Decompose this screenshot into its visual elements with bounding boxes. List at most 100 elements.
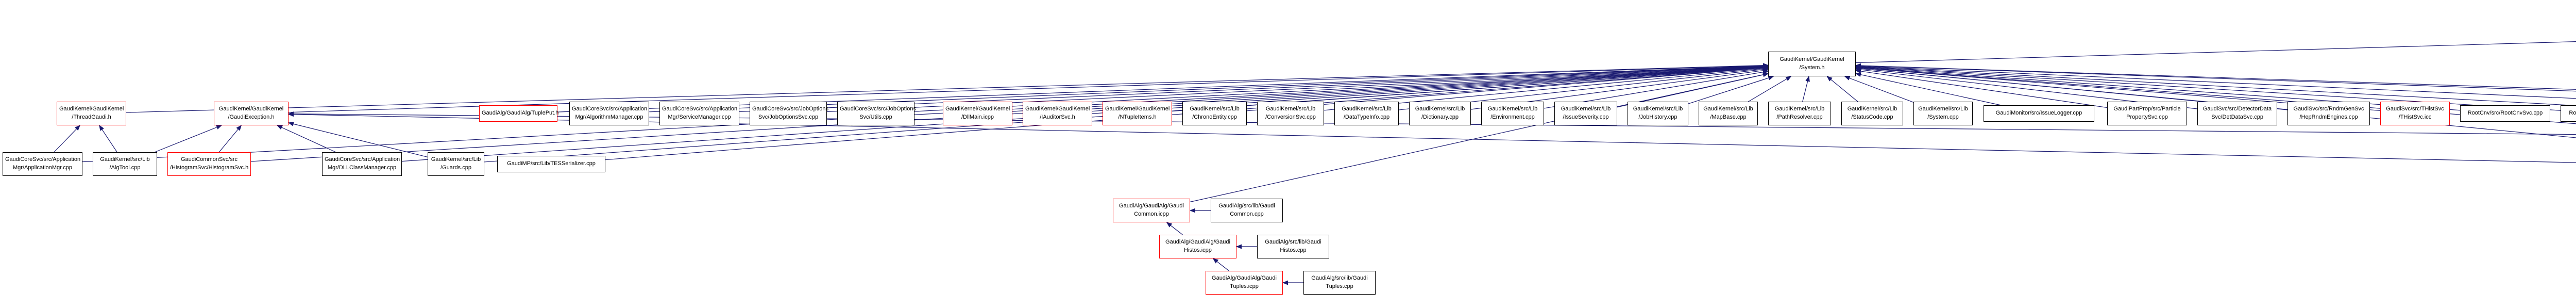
graph-node-label: GaudiCoreSvc/src/JobOptions	[752, 106, 828, 112]
graph-node-label: GaudiCommonSvc/src	[180, 156, 238, 163]
graph-node-algtool[interactable]: GaudiKernel/src/Lib/AlgTool.cpp	[93, 152, 157, 176]
graph-node-label: GaudiSvc/src/THistSvc	[2386, 106, 2444, 112]
graph-node-label: Svc/Utils.cpp	[859, 114, 892, 120]
graph-node-label: Svc/JobOptionsSvc.cpp	[758, 114, 819, 120]
graph-node-rootcnvsvc[interactable]: RootCnv/src/RootCnvSvc.cpp	[2460, 105, 2550, 122]
edge-debugger-systemh	[1855, 63, 2576, 99]
graph-node-datatypeinfo[interactable]: GaudiKernel/src/Lib/DataTypeInfo.cpp	[1334, 102, 1399, 125]
graph-node-guards[interactable]: GaudiKernel/src/Lib/Guards.cpp	[428, 152, 484, 176]
edge-debugger-gaudiexception	[288, 111, 2576, 135]
graph-node-label: GaudiKernel/src/Lib	[1847, 106, 1897, 112]
graph-node-dictionary[interactable]: GaudiKernel/src/Lib/Dictionary.cpp	[1409, 102, 1471, 125]
graph-node-label: /NTupleItems.h	[1118, 114, 1157, 120]
edge-jobhistory-systemh	[1688, 75, 1774, 104]
graph-node-label: Mgr/DLLClassManager.cpp	[327, 165, 397, 171]
graph-node-tupleput[interactable]: GaudiAlg/GaudiAlg/TuplePut.h	[479, 105, 558, 122]
graph-node-label: GaudiAlg/src/lib/Gaudi	[1311, 275, 1368, 282]
graph-node-label: /MapBase.cpp	[1710, 114, 1747, 120]
graph-node-label: GaudiCoreSvc/src/Application	[572, 106, 648, 112]
graph-node-ntupleitems[interactable]: GaudiKernel/GaudiKernel/NTupleItems.h	[1103, 102, 1172, 125]
graph-node-label: /GaudiException.h	[228, 114, 275, 120]
graph-node-label: GaudiPartProp/src/Particle	[2113, 106, 2181, 112]
graph-node-label: Histos.cpp	[1280, 247, 1307, 253]
graph-node-label: Tuples.icpp	[1230, 283, 1259, 289]
graph-node-label: GaudiKernel/src/Lib	[1703, 106, 1753, 112]
graph-node-environment[interactable]: GaudiKernel/src/Lib/Environment.cpp	[1481, 102, 1544, 125]
graph-node-systemh[interactable]: GaudiKernel/GaudiKernel/System.h	[1768, 52, 1856, 76]
edge-gcicpp-systemh	[1190, 72, 1769, 202]
graph-node-issueseverity[interactable]: GaudiKernel/src/Lib/IssueSeverity.cpp	[1554, 102, 1617, 125]
edge-rootperfmon-systemh	[1855, 64, 2576, 106]
graph-node-label: /AlgTool.cpp	[109, 165, 141, 171]
graph-node-label: /THistSvc.icc	[2398, 114, 2432, 120]
edge-algtool-threadgaudi	[99, 125, 117, 153]
graph-node-tesserializer[interactable]: GaudiMP/src/Lib/TESSerializer.cpp	[497, 156, 605, 172]
graph-node-label: PropertySvc.cpp	[2126, 114, 2168, 120]
graph-node-label: GaudiSvc/src/DetectorData	[2202, 106, 2272, 112]
graph-node-label: GaudiKernel/src/Lib	[1918, 106, 1968, 112]
graph-node-thistsvcicc[interactable]: GaudiSvc/src/THistSvc/THistSvc.icc	[2380, 102, 2450, 125]
graph-node-label: GaudiKernel/src/Lib	[431, 156, 481, 163]
graph-node-label: /Guards.cpp	[440, 165, 471, 171]
graph-node-gaudiexception[interactable]: GaudiKernel/GaudiKernel/GaudiException.h	[214, 102, 289, 125]
graph-node-label: GaudiCoreSvc/src/Application	[325, 156, 400, 163]
graph-node-label: GaudiKernel/GaudiKernel	[59, 106, 124, 112]
graph-node-histogramsvch[interactable]: GaudiCommonSvc/src/HistogramSvc/Histogra…	[167, 152, 251, 176]
graph-node-label: /Environment.cpp	[1490, 114, 1535, 120]
graph-node-pathresolver[interactable]: GaudiKernel/src/Lib/PathResolver.cpp	[1768, 102, 1831, 125]
graph-node-label: GaudiKernel/GaudiKernel	[1025, 106, 1090, 112]
graph-node-label: /DllMain.icpp	[961, 114, 994, 120]
graph-node-statuscode[interactable]: GaudiKernel/src/Lib/StatusCode.cpp	[1841, 102, 1903, 125]
graph-node-iauditorsvc[interactable]: GaudiKernel/GaudiKernel/IAuditorSvc.h	[1023, 102, 1092, 125]
graph-node-label: /IAuditorSvc.h	[1040, 114, 1075, 120]
graph-node-label: /Dictionary.cpp	[1421, 114, 1459, 120]
graph-node-label: /System.h	[1799, 64, 1825, 71]
graph-node-label: /PathResolver.cpp	[1776, 114, 1823, 120]
graph-node-issuelogger[interactable]: GaudiMonitor/src/IssueLogger.cpp	[1984, 105, 2094, 122]
graph-node-label: GaudiMonitor/src/IssueLogger.cpp	[1995, 110, 2082, 117]
graph-node-jobhistory[interactable]: GaudiKernel/src/Lib/JobHistory.cpp	[1628, 102, 1688, 125]
edge-particleproperty-systemh	[1855, 69, 2108, 108]
graph-node-label: /HepRndmEngines.cpp	[2299, 114, 2358, 120]
graph-node-dllmain[interactable]: GaudiKernel/GaudiKernel/DllMain.icpp	[943, 102, 1012, 125]
edge-chronoentity-systemh	[1246, 66, 1769, 111]
graph-node-label: /ThreadGaudi.h	[72, 114, 111, 120]
graph-node-conversionsvc[interactable]: GaudiKernel/src/Lib/ConversionSvc.cpp	[1257, 102, 1324, 125]
graph-node-label: RootCnv/src/RootCnvSvc.cpp	[2467, 110, 2543, 117]
edge-threadgaudi-systemh	[126, 63, 1769, 113]
graph-node-label: Common.icpp	[1134, 211, 1169, 217]
graph-node-label: Svc/DetDataSvc.cpp	[2211, 114, 2263, 120]
edge-sleepcpp-systemh	[1855, 66, 2576, 138]
graph-node-threadgaudi[interactable]: GaudiKernel/GaudiKernel/ThreadGaudi.h	[57, 102, 126, 125]
edge-systemcpp-systemh	[1844, 76, 1914, 103]
graph-node-heprndm[interactable]: GaudiSvc/src/RndmGenSvc/HepRndmEngines.c…	[2287, 102, 2370, 125]
graph-node-label: GaudiKernel/src/Lib	[1415, 106, 1465, 112]
graph-node-label: /ConversionSvc.cpp	[1265, 114, 1316, 120]
edge-pathresolver-systemh	[1802, 76, 1810, 102]
graph-node-label: GaudiKernel/GaudiKernel	[1105, 106, 1170, 112]
graph-node-chronoentity[interactable]: GaudiKernel/src/Lib/ChronoEntity.cpp	[1182, 102, 1247, 125]
graph-node-systemcpp[interactable]: GaudiKernel/src/Lib/System.cpp	[1913, 102, 1973, 125]
graph-node-label: /JobHistory.cpp	[1638, 114, 1677, 120]
edge-gaudiexception-systemh	[288, 63, 1769, 113]
graph-node-mapbase[interactable]: GaudiKernel/src/Lib/MapBase.cpp	[1699, 102, 1758, 125]
edge-applicationmgr-systemh	[82, 64, 1769, 163]
graph-node-label: GaudiKernel/src/Lib	[100, 156, 150, 163]
edge-mapbase-systemh	[1748, 76, 1792, 102]
graph-node-rootiohandler[interactable]: RootCnv/src/RootIOHandler.cpp	[2561, 105, 2576, 122]
